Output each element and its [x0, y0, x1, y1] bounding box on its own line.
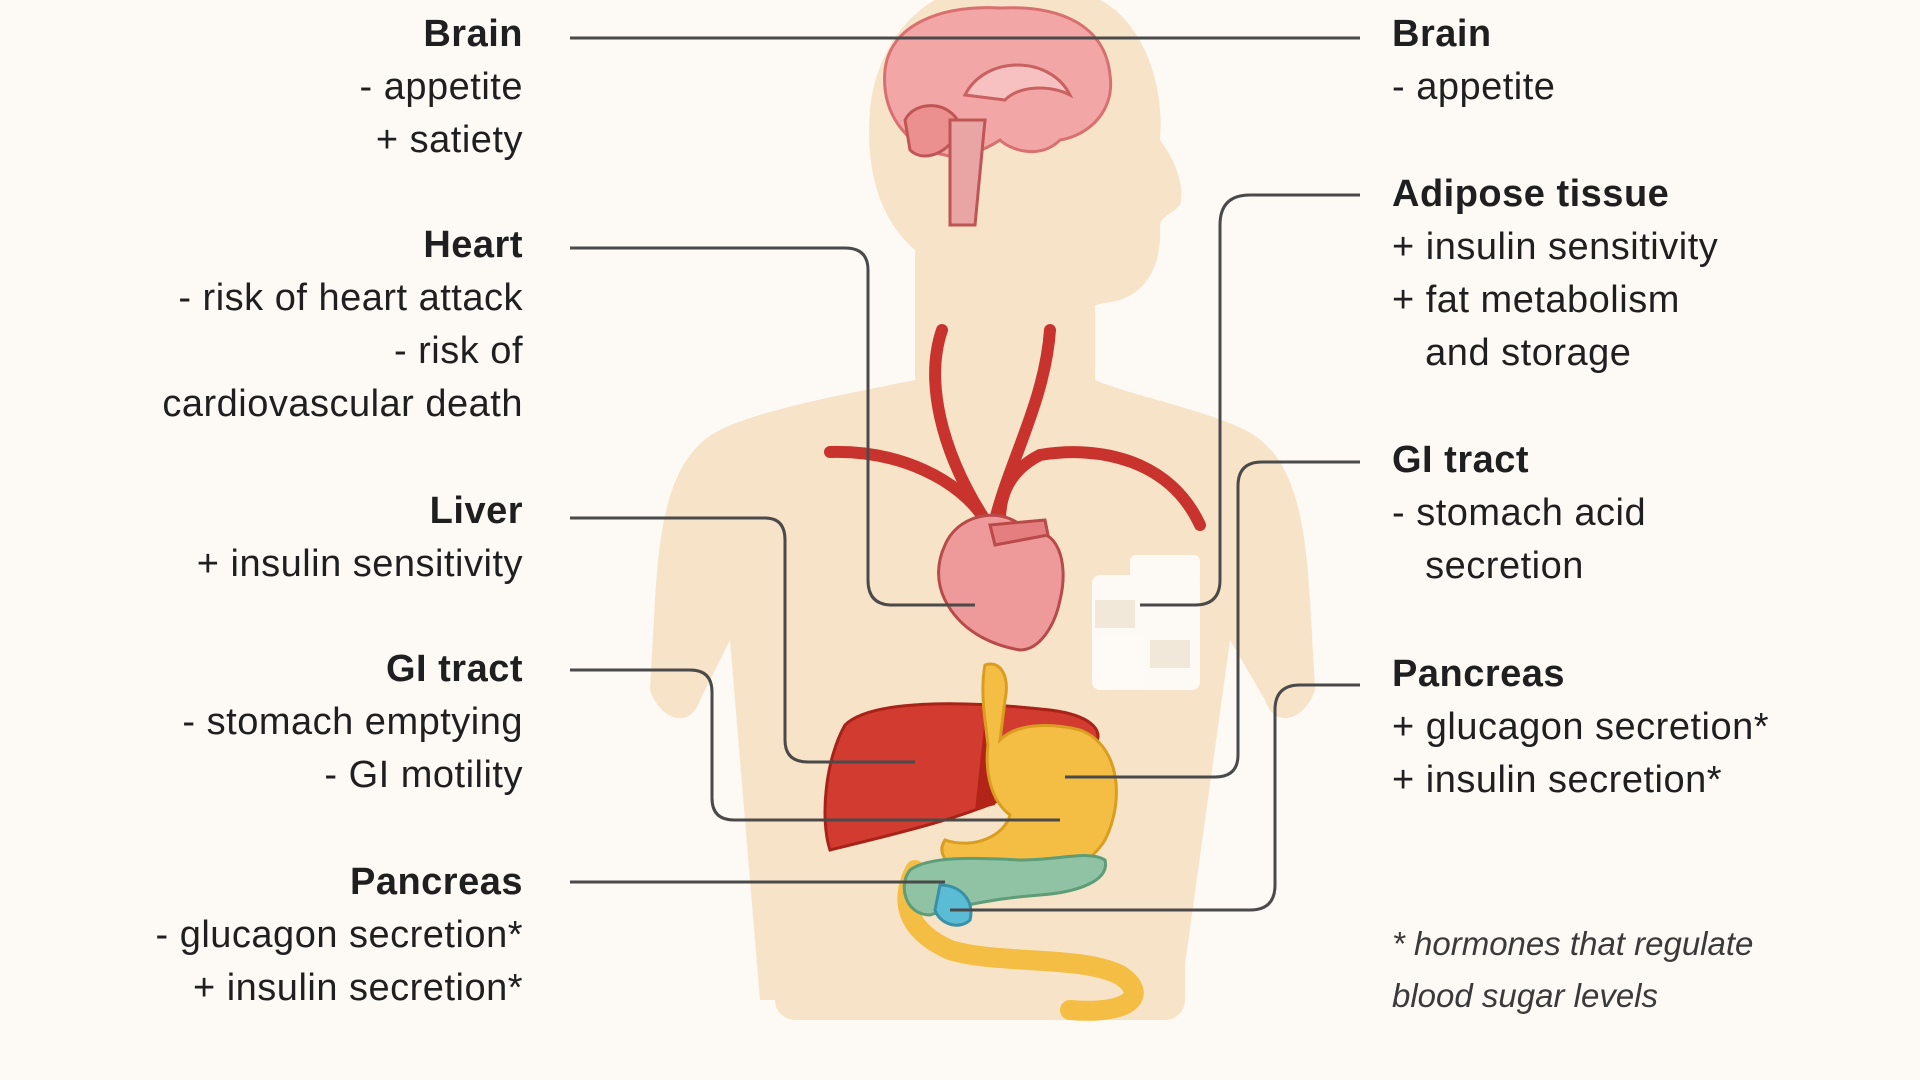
label-title: Pancreas [349, 861, 523, 903]
leader-heart-left [570, 246, 975, 607]
label-pancreas-right: Pancreas + glucagon secretion* + insulin… [1392, 648, 1769, 807]
label-line: cardiovascular death [162, 383, 523, 425]
leader-gi-left [570, 668, 1060, 822]
label-brain-right: Brain - appetite [1392, 8, 1555, 114]
label-line: secretion [1392, 545, 1584, 587]
label-title: Heart [423, 224, 523, 266]
label-title: GI tract [1392, 439, 1530, 481]
leader-lines [570, 36, 1360, 912]
footnote-line: * hormones that regulate [1392, 925, 1754, 962]
label-line: + insulin secretion* [1392, 759, 1723, 801]
leader-pancreas-right [950, 683, 1360, 912]
label-title: Brain [1392, 13, 1492, 55]
label-title: Pancreas [1392, 653, 1566, 695]
leader-adipose-right [1140, 193, 1360, 607]
label-line: - risk of [393, 330, 523, 372]
label-pancreas-left: Pancreas - glucagon secretion* + insulin… [156, 856, 524, 1015]
brain-organ [883, 6, 1113, 227]
label-title: Liver [429, 490, 523, 532]
label-line: + insulin sensitivity [196, 543, 523, 585]
label-line: - appetite [359, 66, 523, 108]
label-gi-tract-right: GI tract - stomach acid secretion [1392, 434, 1646, 593]
label-line: + insulin sensitivity [1392, 226, 1719, 268]
leader-liver-left [570, 516, 915, 764]
label-brain-left: Brain - appetite + satiety [360, 8, 523, 167]
footnote-line: blood sugar levels [1392, 977, 1658, 1014]
label-adipose-tissue: Adipose tissue + insulin sensitivity + f… [1392, 168, 1718, 380]
leader-gi-right [1065, 460, 1360, 779]
label-gi-tract-left: GI tract - stomach emptying - GI motilit… [182, 643, 523, 802]
adipose-organ [1092, 555, 1200, 690]
label-line: + insulin secretion* [192, 967, 523, 1009]
label-heart: Heart - risk of heart attack - risk of c… [162, 219, 523, 431]
footnote: * hormones that regulate blood sugar lev… [1392, 918, 1753, 1022]
label-line: - stomach emptying [182, 701, 523, 743]
label-line: and storage [1392, 332, 1632, 374]
label-line: + satiety [375, 119, 523, 161]
label-line: + glucagon secretion* [1392, 706, 1770, 748]
label-line: - risk of heart attack [178, 277, 523, 319]
label-title: Adipose tissue [1392, 173, 1670, 215]
label-line: - appetite [1392, 66, 1556, 108]
label-line: + fat metabolism [1392, 279, 1680, 321]
label-line: - GI motility [324, 754, 523, 796]
arteries [824, 324, 1206, 531]
pancreas-organ [902, 854, 1107, 927]
label-title: GI tract [385, 648, 523, 690]
heart-organ [937, 513, 1065, 652]
label-liver: Liver + insulin sensitivity [197, 485, 523, 591]
label-line: - stomach acid [1392, 492, 1647, 534]
label-title: Brain [423, 13, 523, 55]
label-line: - glucagon secretion* [155, 914, 523, 956]
